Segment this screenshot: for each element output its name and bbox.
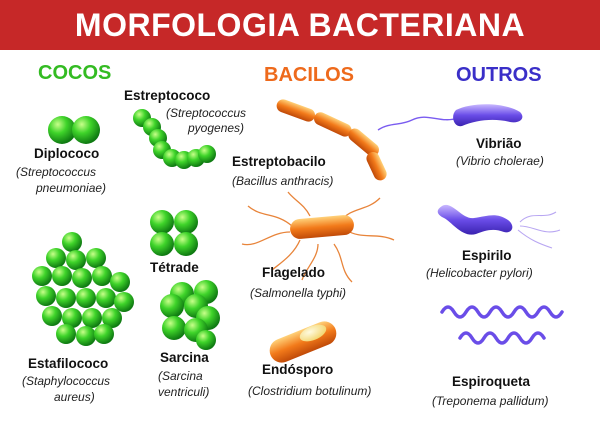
vibriao-sci: (Vibrio cholerae) xyxy=(456,154,544,168)
diplococo-label: Diplococo xyxy=(34,146,100,161)
category-cocos: COCOS xyxy=(38,62,112,84)
diplococo-sci-line1: (Streptococcus xyxy=(16,165,97,179)
espiroqueta-label: Espiroqueta xyxy=(452,374,531,389)
flagelado-label: Flagelado xyxy=(262,265,326,280)
estafilococo-sci-line1: (Staphylococcus xyxy=(22,374,111,388)
vibriao-icon xyxy=(377,104,523,131)
estafilococo-sci-line2: aureus) xyxy=(54,390,95,404)
estafilococo-icon xyxy=(32,232,134,346)
estreptococo-sci-line2: pyogenes) xyxy=(188,121,245,135)
sarcina-label: Sarcina xyxy=(160,350,209,365)
tetrade-label: Tétrade xyxy=(150,260,199,275)
sarcina-sci-line2: ventriculi) xyxy=(158,385,210,399)
estreptococo-label: Estreptococo xyxy=(124,88,211,103)
diplococo-sci-line2: pneumoniae) xyxy=(36,181,107,195)
flagelado-sci: (Salmonella typhi) xyxy=(250,286,347,300)
sarcina-icon xyxy=(160,280,220,350)
page-title: MORFOLOGIA BACTERIANA xyxy=(74,6,526,43)
title-banner: MORFOLOGIA BACTERIANA xyxy=(0,0,600,50)
category-outros: OUTROS xyxy=(456,64,542,86)
endosporo-sci: (Clostridium botulinum) xyxy=(248,384,372,398)
estreptobacilo-label: Estreptobacilo xyxy=(232,154,326,169)
tetrade-icon xyxy=(150,210,198,256)
sarcina-sci-line1: (Sarcina xyxy=(158,369,203,383)
espirilo-icon xyxy=(437,204,561,249)
espiroqueta-sci: (Treponema pallidum) xyxy=(432,394,549,408)
estreptococo-icon xyxy=(133,109,216,169)
endosporo-label: Endósporo xyxy=(262,362,334,377)
espirilo-sci: (Helicobacter pylori) xyxy=(426,266,533,280)
vibriao-label: Vibrião xyxy=(476,136,522,151)
espirilo-label: Espirilo xyxy=(462,248,512,263)
endosporo-icon xyxy=(269,321,337,363)
estreptococo-sci-line1: (Streptococcus xyxy=(166,106,247,120)
estafilococo-label: Estafilococo xyxy=(28,356,109,371)
estreptobacilo-sci: (Bacillus anthracis) xyxy=(232,174,334,188)
espiroqueta-icon xyxy=(440,305,564,345)
diplococo-icon xyxy=(48,116,100,144)
category-bacilos: BACILOS xyxy=(264,64,354,86)
flagelado-icon xyxy=(241,191,395,283)
estreptobacilo-icon xyxy=(276,99,387,181)
